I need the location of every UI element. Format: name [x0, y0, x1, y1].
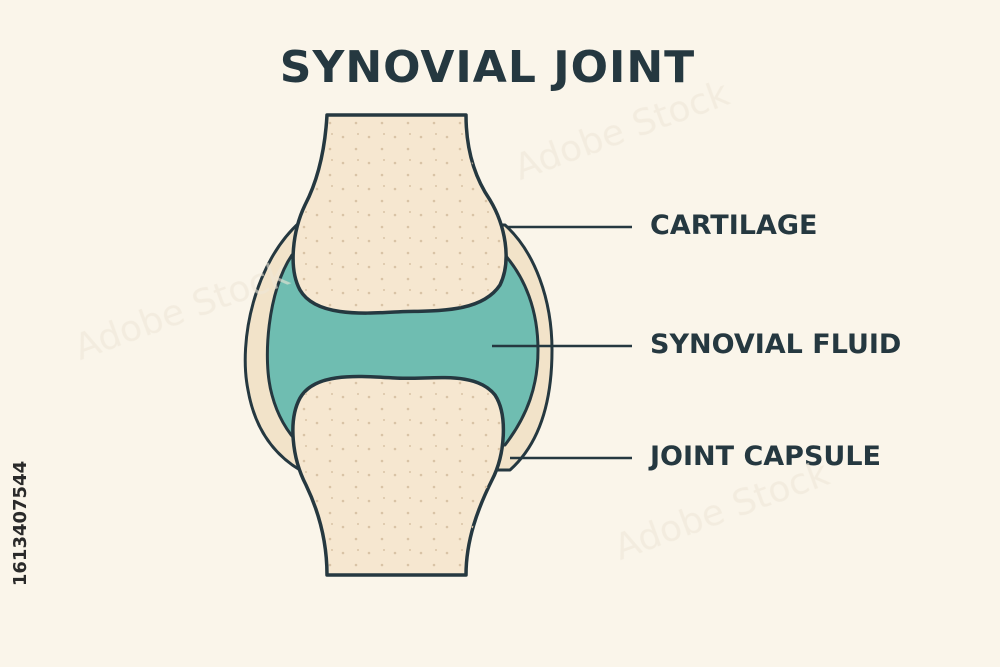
stock-id-text: 1613407544	[2, 423, 40, 623]
cartilage-label: CARTILAGE	[650, 210, 818, 241]
upper-bone-texture	[293, 115, 507, 314]
synovial-fluid-label: SYNOVIAL FLUID	[650, 329, 902, 360]
joint-capsule-label: JOINT CAPSULE	[650, 441, 881, 472]
lower-bone-texture	[292, 376, 504, 575]
stock-id-value: 1613407544	[10, 460, 32, 586]
diagram-title: SYNOVIAL JOINT	[279, 42, 696, 93]
